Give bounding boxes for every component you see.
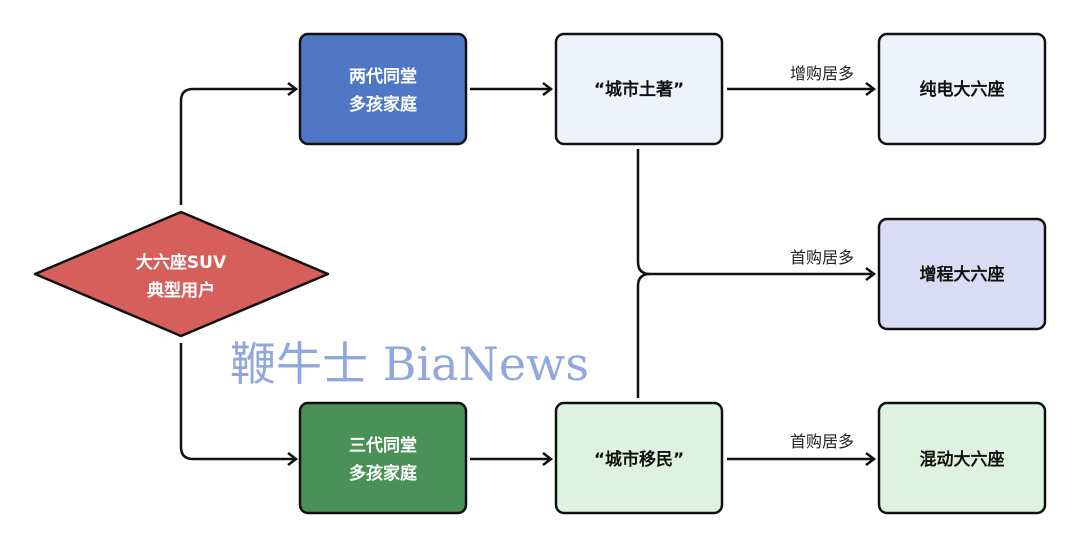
edge-root-twogen xyxy=(179,89,296,205)
root-label-2: 典型用户 xyxy=(147,280,215,301)
locals-box xyxy=(554,32,724,146)
edge-label-migrants-hybrid: 首购居多 xyxy=(790,432,854,451)
edge-root-threegen xyxy=(179,343,296,459)
hybrid-box xyxy=(877,401,1047,515)
erev-box xyxy=(877,217,1047,331)
edge-migrants-erev xyxy=(636,272,651,398)
two-gen-box xyxy=(298,32,468,146)
bev-box xyxy=(877,32,1047,146)
bev-label: 纯电大六座 xyxy=(920,79,1005,100)
root-label-1: 大六座SUV xyxy=(136,252,227,273)
locals-label: “城市土著” xyxy=(594,79,684,100)
three-gen-box xyxy=(298,401,468,515)
hybrid-label: 混动大六座 xyxy=(920,449,1005,470)
erev-label: 增程大六座 xyxy=(920,264,1005,285)
two-gen-label-2: 多孩家庭 xyxy=(349,94,417,115)
migrants-box xyxy=(554,401,724,515)
three-gen-label-1: 三代同堂 xyxy=(349,435,417,456)
edge-label-locals-bev: 增购居多 xyxy=(790,64,854,83)
migrants-label: “城市移民” xyxy=(594,449,684,470)
two-gen-label-1: 两代同堂 xyxy=(349,66,417,87)
root-diamond xyxy=(33,210,330,338)
three-gen-label-2: 多孩家庭 xyxy=(349,463,417,484)
edge-label-merge-erev: 首购居多 xyxy=(790,248,854,267)
